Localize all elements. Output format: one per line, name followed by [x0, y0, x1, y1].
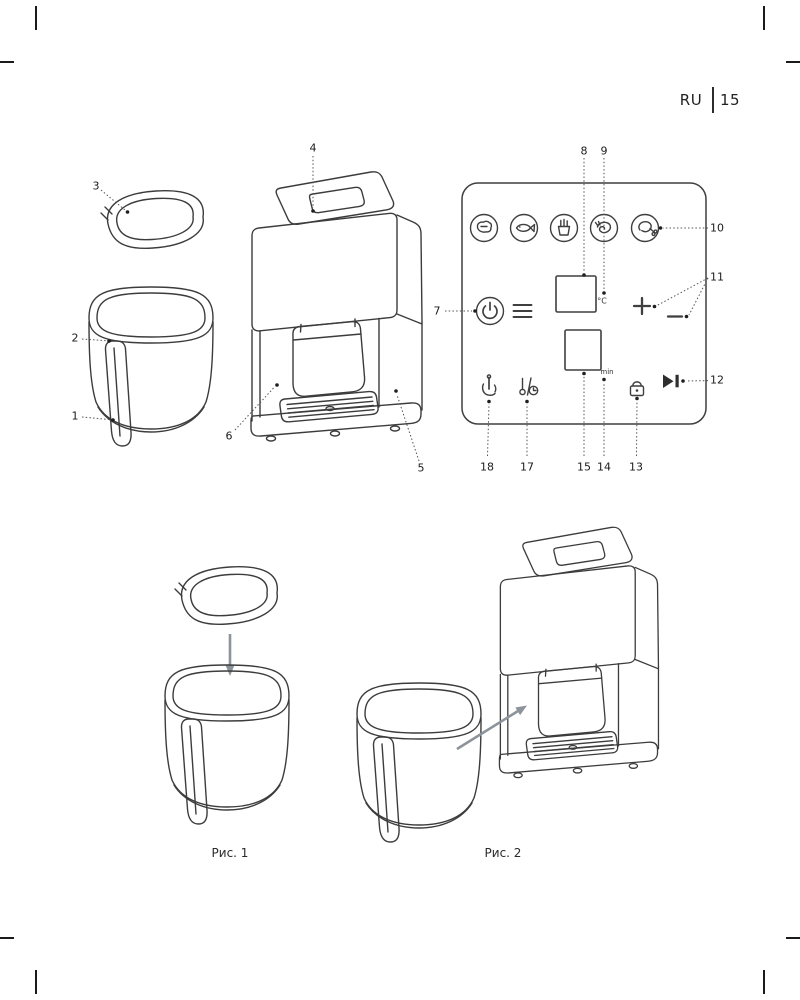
fig1-label: Рис. 1 [211, 846, 249, 860]
callout-11: 11 [710, 270, 724, 284]
callout-18: 18 [480, 460, 494, 474]
meat-icon [469, 213, 499, 243]
callout-2: 2 [71, 331, 79, 345]
lock-icon [629, 381, 645, 397]
callout-6: 6 [225, 429, 233, 443]
start-pause-icon [663, 374, 679, 388]
callout-15: 15 [577, 460, 591, 474]
temp-unit-label: °C [597, 296, 607, 306]
callout-5: 5 [417, 461, 425, 475]
crop-marks [0, 6, 800, 994]
temp-display [555, 275, 597, 313]
menu-icon [512, 304, 533, 318]
fig2-drawing [356, 526, 660, 843]
control-panel-drawing [461, 182, 707, 425]
callout-8: 8 [580, 144, 588, 158]
callout-13: 13 [629, 460, 643, 474]
main-unit-drawing [250, 171, 423, 442]
callout-7: 7 [433, 304, 441, 318]
plus-icon [632, 296, 652, 316]
callout-leader-dots [107, 209, 689, 422]
part-grid-drawing [100, 190, 205, 250]
fish-icon [509, 213, 539, 243]
drumstick-icon [630, 213, 660, 243]
header-divider [712, 87, 714, 113]
language-code: RU [679, 91, 703, 109]
fries-icon [549, 213, 579, 243]
callout-9: 9 [600, 144, 608, 158]
fig1-drawing [164, 566, 290, 825]
power-icon [475, 296, 505, 326]
touch-icon [481, 374, 497, 396]
callout-3: 3 [92, 179, 100, 193]
fig1-arrow-icon [225, 634, 235, 676]
callout-17: 17 [520, 460, 534, 474]
time-unit-label: min [600, 368, 614, 376]
time-display [564, 329, 602, 371]
callout-leader-lines [81, 156, 709, 462]
callout-4: 4 [309, 141, 317, 155]
fig2-arrow-icon [456, 705, 527, 751]
page-number: 15 [719, 91, 741, 109]
callout-10: 10 [710, 221, 724, 235]
part-basket-drawing [88, 286, 214, 447]
temp-time-icon [519, 377, 539, 396]
callout-12: 12 [710, 373, 724, 387]
fig2-label: Рис. 2 [484, 846, 522, 860]
callout-14: 14 [597, 460, 611, 474]
callout-1: 1 [71, 409, 79, 423]
